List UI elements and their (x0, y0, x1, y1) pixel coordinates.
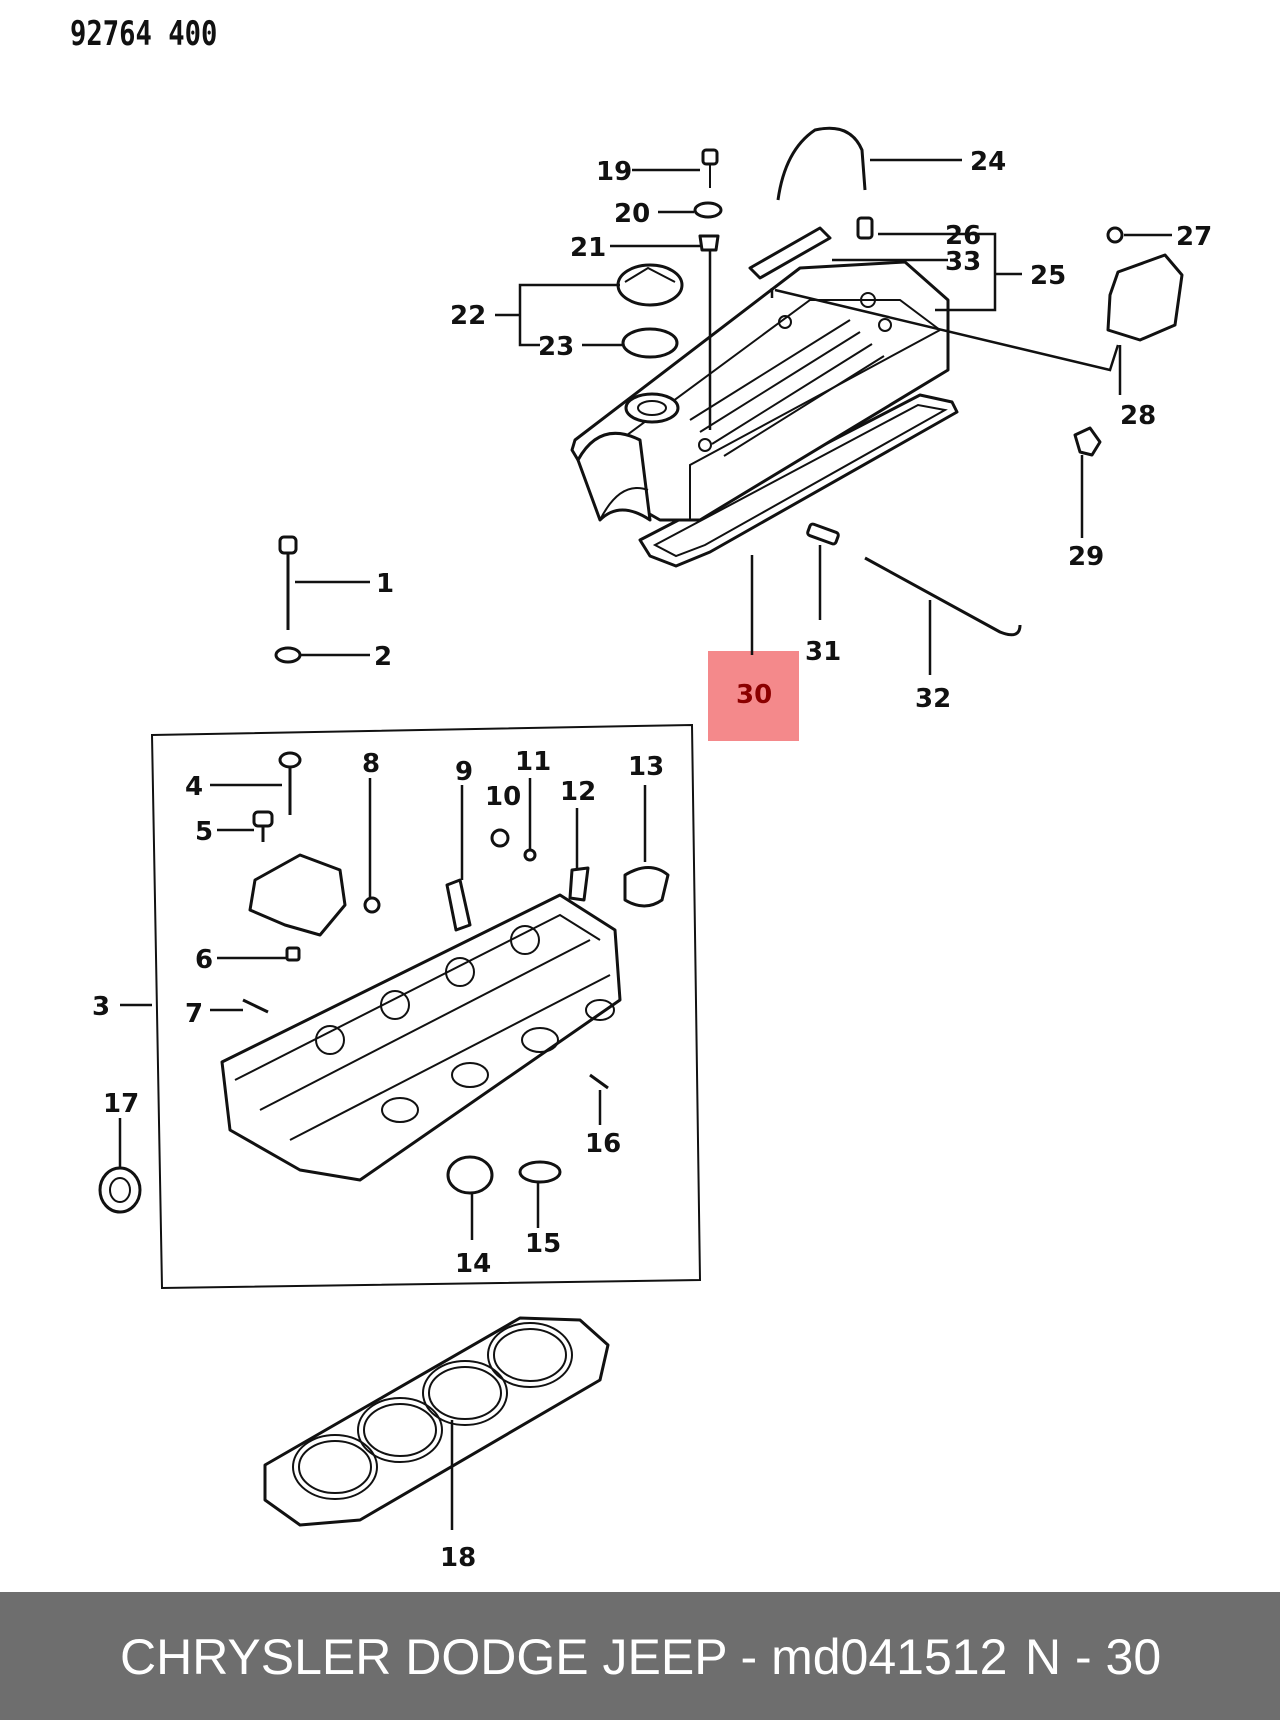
bracket-28-drawing (1106, 253, 1184, 342)
callout-24: 24 (970, 147, 1006, 177)
head-gasket-18-drawing (263, 1316, 610, 1527)
cylinder-head-kit-frame (150, 723, 702, 1290)
callout-5: 5 (195, 817, 213, 847)
grommet-21-drawing (698, 234, 720, 252)
bolt-4-drawing (278, 751, 302, 815)
callout-23: 23 (538, 332, 574, 362)
oil-seal-17-inner (109, 1177, 131, 1203)
dowel-7-drawing (242, 998, 269, 1014)
callout-13: 13 (628, 752, 664, 782)
washer-2-drawing (274, 646, 302, 664)
part-10-drawing (490, 828, 510, 848)
callout-32: 32 (915, 684, 951, 714)
callout-20: 20 (614, 199, 650, 229)
callout-16: 16 (585, 1129, 621, 1159)
callout-15: 15 (525, 1229, 561, 1259)
plug-26-drawing (856, 216, 874, 240)
callout-27: 27 (1176, 222, 1212, 252)
callout-8: 8 (362, 749, 380, 779)
pin-16-drawing (589, 1073, 609, 1090)
upper-leader-lines (495, 158, 1172, 675)
callout-25: 25 (1030, 261, 1066, 291)
callout-labels: 1 2 3 4 5 6 7 8 9 10 11 12 13 14 15 16 1… (92, 147, 1212, 1573)
box-leader-lines (118, 778, 647, 1240)
seal-23-drawing (621, 327, 679, 359)
plug-13-drawing (623, 866, 670, 908)
filler-cap-22-drawing (616, 263, 684, 307)
bolt-5-drawing (252, 810, 274, 842)
pin-6-drawing (285, 946, 301, 962)
callout-29: 29 (1068, 542, 1104, 572)
callout-33: 33 (945, 247, 981, 277)
callout-22: 22 (450, 301, 486, 331)
callout-1: 1 (376, 569, 394, 599)
bracket-part-drawing (248, 853, 347, 937)
rocker-cover-drawing (570, 260, 959, 568)
plug-8-drawing (363, 896, 381, 914)
callout-18: 18 (440, 1543, 476, 1573)
callout-28: 28 (1120, 401, 1156, 431)
callout-14: 14 (455, 1249, 491, 1279)
callout-7: 7 (185, 999, 203, 1029)
diagram-reference-label: N - 30 (1025, 1629, 1162, 1685)
part-15-drawing (518, 1160, 562, 1184)
washer-20-drawing (693, 201, 723, 219)
callout-31: 31 (805, 637, 841, 667)
callout-10: 10 (485, 782, 521, 812)
bolt-19-drawing (701, 148, 719, 188)
callout-2: 2 (374, 642, 392, 672)
document-id: 92764 400 (70, 14, 218, 54)
callout-9: 9 (455, 757, 473, 787)
part-12-drawing (568, 866, 590, 902)
head-bolt-1-drawing (278, 535, 298, 630)
callout-19: 19 (596, 157, 632, 187)
footer-bar: CHRYSLER DODGE JEEP - md041512 N - 30 (0, 1592, 1280, 1720)
clip-29-drawing (1073, 426, 1102, 457)
bolt-27-drawing (1106, 226, 1124, 244)
cylinder-head-drawing (220, 893, 622, 1182)
callout-17: 17 (103, 1089, 139, 1119)
callout-6: 6 (195, 945, 213, 975)
callout-21: 21 (570, 233, 606, 263)
part-9-drawing (445, 878, 472, 932)
pcv-valve-31-drawing (806, 522, 840, 546)
callout-3: 3 (92, 992, 110, 1022)
part-11-drawing (523, 848, 537, 862)
callout-30-highlight (708, 651, 799, 741)
plate-33-drawing (748, 226, 832, 280)
hose-24-drawing (776, 126, 867, 201)
part-number-label: CHRYSLER DODGE JEEP - md041512 (120, 1629, 1008, 1685)
hose-32-drawing (864, 556, 1022, 637)
callout-26: 26 (945, 221, 981, 251)
callout-12: 12 (560, 777, 596, 807)
exploded-parts-diagram: 1 2 3 4 5 6 7 8 9 10 11 12 13 14 15 16 1… (92, 126, 1212, 1573)
callout-4: 4 (185, 772, 203, 802)
seal-14-drawing (446, 1155, 494, 1195)
callout-11: 11 (515, 747, 551, 777)
callout-30: 30 (736, 680, 772, 710)
oil-seal-17-drawing (98, 1166, 142, 1214)
